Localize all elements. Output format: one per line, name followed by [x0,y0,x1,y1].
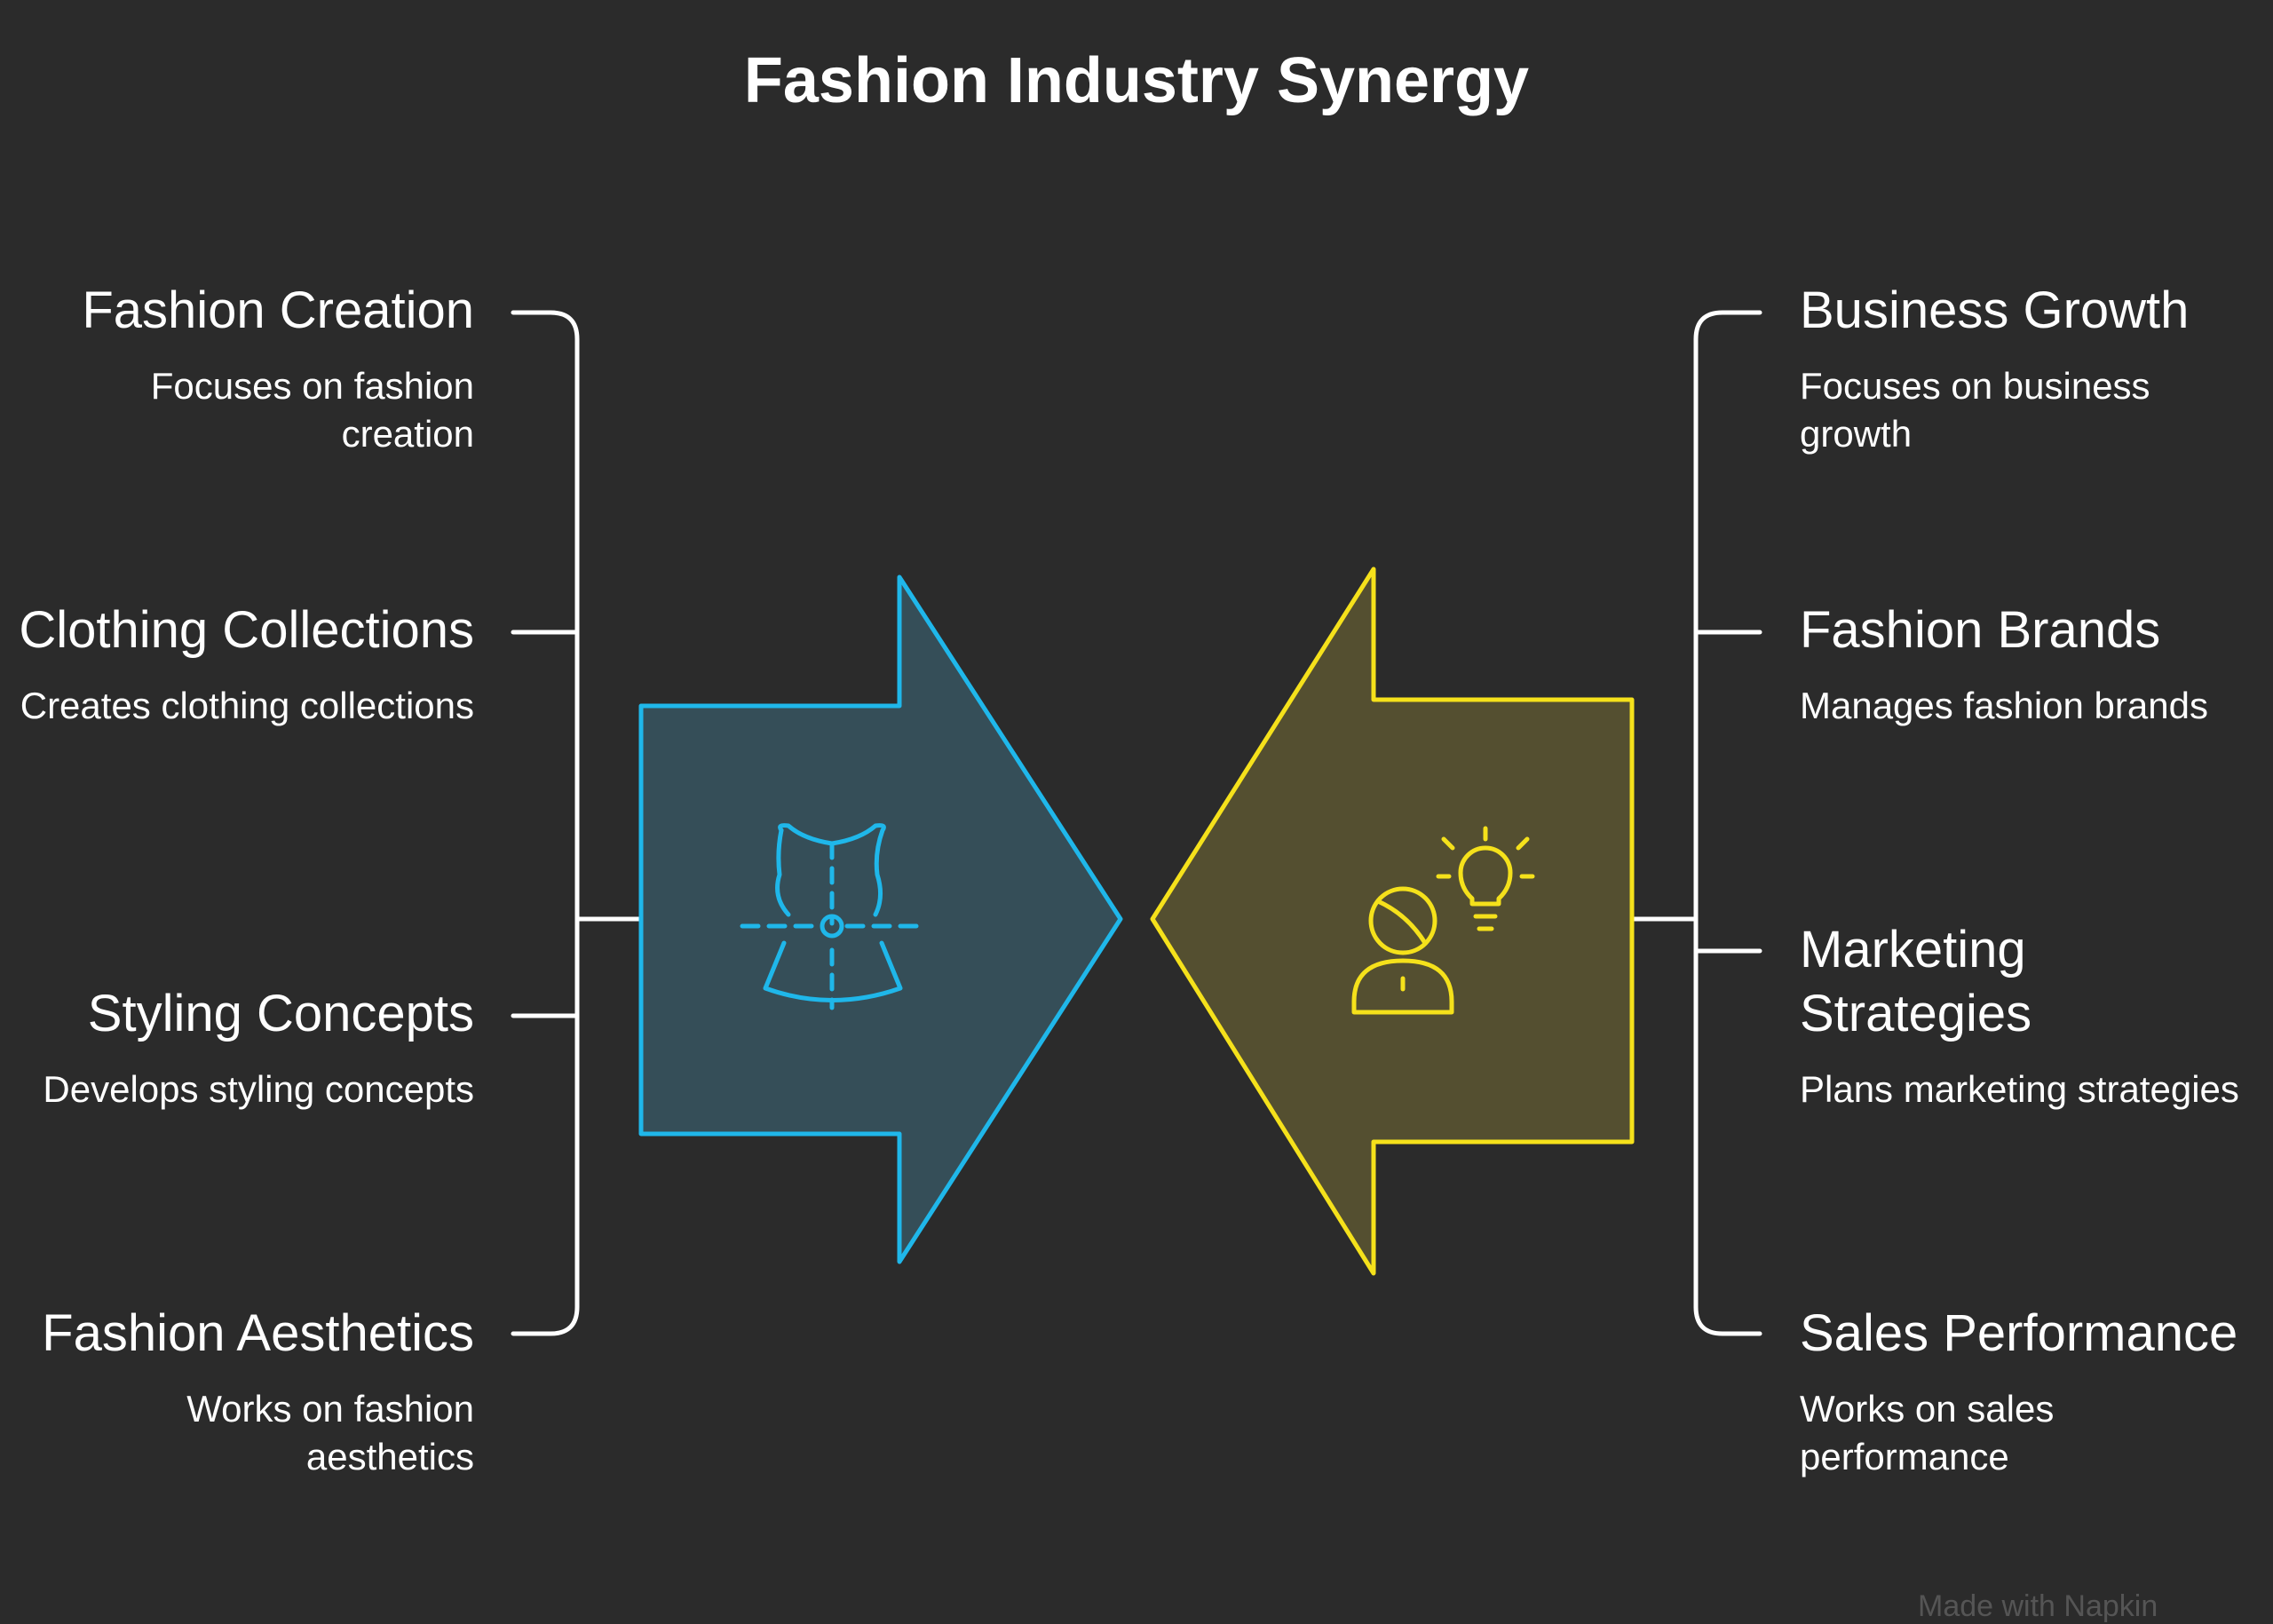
item-heading: Fashion Aesthetics [42,1304,474,1362]
left-arrow-shape [638,574,1123,1264]
item-description: Manages fashion brands [1800,685,2208,726]
item-heading: Clothing Collections [19,601,474,659]
left-bracket [511,310,644,1336]
item-description: Works on sales performance [1800,1388,2055,1477]
item-description: Plans marketing strategies [1800,1068,2239,1110]
item-heading: Fashion Creation [82,281,474,339]
item-heading: Fashion Brands [1800,601,2161,659]
item-description: Creates clothing collections [20,685,474,726]
left-item-clothing-collections: Clothing Collections Creates clothing co… [12,598,474,730]
right-item-sales-performance: Sales Performance Works on sales perform… [1800,1302,2261,1481]
left-item-fashion-aesthetics: Fashion Aesthetics Works on fashion aest… [12,1302,474,1481]
item-description: Develops styling concepts [43,1068,474,1110]
item-heading: Marketing Strategies [1800,921,2032,1042]
right-arrow-shape [1150,566,1635,1276]
left-item-styling-concepts: Styling Concepts Develops styling concep… [12,982,474,1113]
item-description: Works on fashion aesthetics [186,1388,474,1477]
person-lightbulb-icon [1351,826,1535,1015]
right-item-business-growth: Business Growth Focuses on business grow… [1800,279,2261,458]
dress-icon [740,823,926,1010]
item-description: Focuses on business growth [1800,365,2150,455]
left-item-fashion-creation: Fashion Creation Focuses on fashion crea… [12,279,474,458]
item-heading: Styling Concepts [87,985,474,1042]
item-description: Focuses on fashion creation [150,365,474,455]
right-item-fashion-brands: Fashion Brands Manages fashion brands [1800,598,2261,730]
item-heading: Business Growth [1800,281,2190,339]
right-item-marketing-strategies: Marketing Strategies Plans marketing str… [1800,918,2261,1113]
item-heading: Sales Performance [1800,1304,2238,1362]
page-title: Fashion Industry Synergy [743,45,1530,116]
right-bracket [1629,310,1762,1336]
